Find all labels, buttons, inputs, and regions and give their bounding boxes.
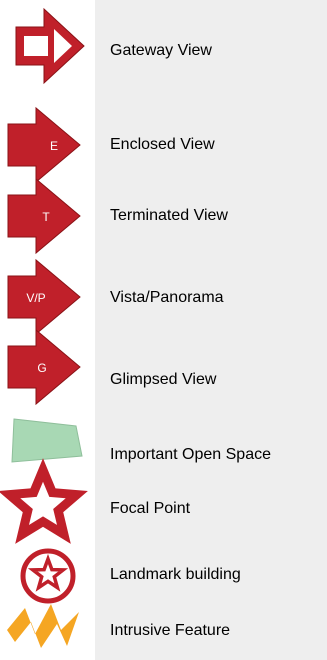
terminated-view-badge: T — [42, 210, 50, 224]
glimpsed-view-icon: G — [7, 328, 84, 406]
enclosed-view-badge: E — [50, 139, 58, 153]
legend-label-enclosed-view: Enclosed View — [110, 136, 215, 153]
legend-label-terminated-view: Terminated View — [110, 207, 228, 224]
glimpsed-view-badge: G — [37, 361, 46, 375]
open-space-icon — [10, 416, 86, 466]
legend-label-focal-point: Focal Point — [110, 500, 191, 517]
legend-label-intrusive-feature: Intrusive Feature — [110, 622, 231, 639]
legend-label-landmark: Landmark building — [110, 566, 241, 583]
legend-label-vista-panorama: Vista/Panorama — [110, 289, 224, 306]
landmark-icon — [18, 545, 78, 607]
enclosed-view-icon: E — [7, 106, 84, 184]
gateway-view-icon — [8, 6, 88, 86]
focal-point-icon — [0, 458, 88, 544]
legend-label-glimpsed-view: Glimpsed View — [110, 371, 217, 388]
legend-panel — [95, 0, 327, 660]
legend-label-gateway-view: Gateway View — [110, 42, 212, 59]
legend-label-open-space: Important Open Space — [110, 446, 271, 463]
vista-panorama-icon: V/P — [7, 258, 84, 336]
intrusive-feature-icon — [5, 590, 85, 652]
vista-panorama-badge: V/P — [26, 291, 45, 305]
terminated-view-icon: T — [7, 177, 84, 255]
